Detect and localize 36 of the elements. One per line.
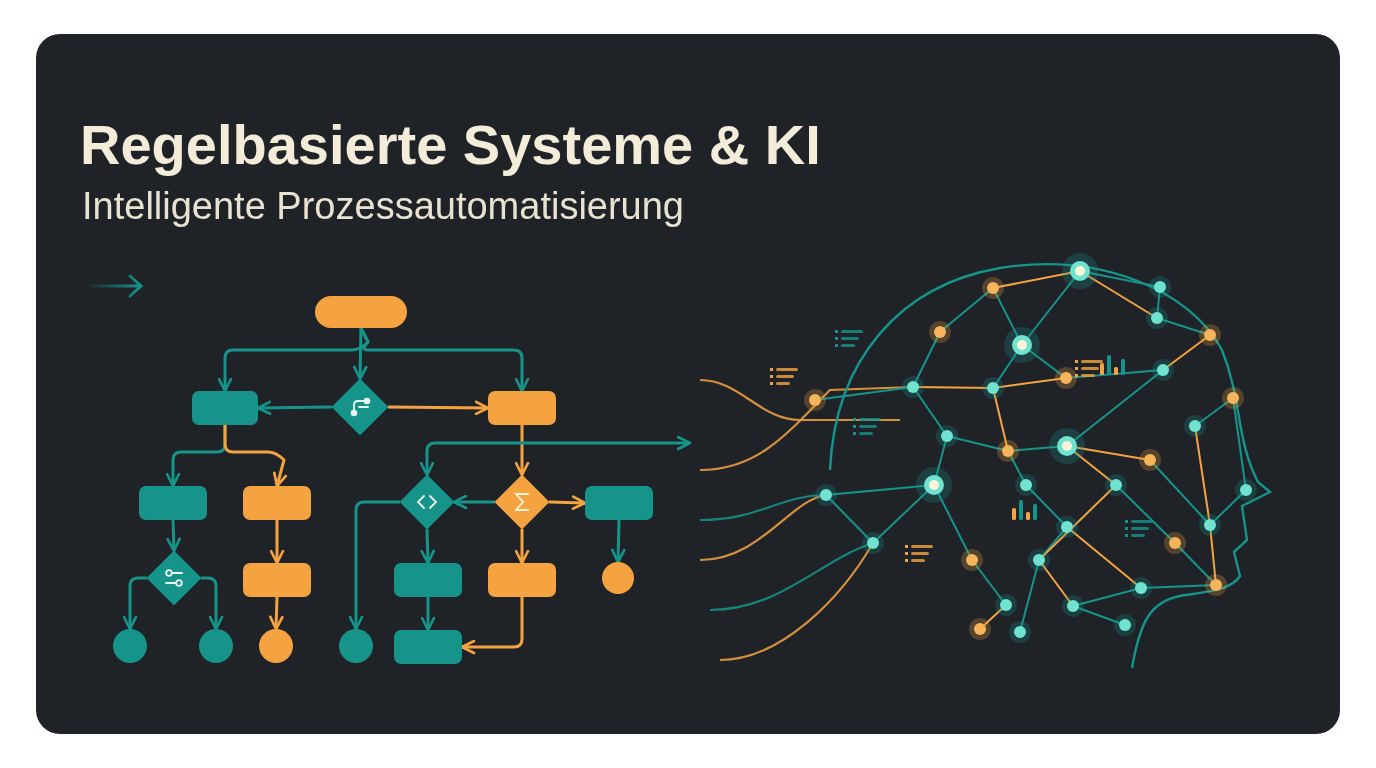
arrow (388, 400, 490, 416)
decision-diamond (332, 379, 388, 435)
arrow (359, 327, 530, 393)
arrow (201, 576, 224, 631)
process-box (243, 486, 311, 520)
arrow (420, 597, 436, 632)
arrow (166, 519, 181, 553)
process-box (192, 391, 258, 425)
process-box (488, 391, 556, 425)
arrow (269, 520, 285, 565)
arrow (514, 529, 530, 565)
arrow (610, 519, 626, 564)
process-box (488, 563, 556, 597)
arrow (348, 500, 400, 631)
arrow (223, 425, 288, 488)
arrow (352, 327, 368, 381)
process-box (585, 486, 653, 520)
arrow (452, 494, 495, 510)
arrow (420, 528, 435, 565)
decision-diamond (147, 551, 201, 605)
process-box (139, 486, 207, 520)
process-box (394, 630, 462, 664)
decision-diamond (495, 475, 549, 529)
arrow (548, 495, 587, 510)
start-terminal (315, 296, 407, 328)
process-box (394, 563, 462, 597)
arrow (269, 596, 284, 631)
arrow (514, 425, 530, 477)
arrow (460, 597, 524, 655)
arrow (419, 435, 692, 477)
process-box (243, 563, 311, 597)
arrow (122, 576, 147, 631)
arrow (256, 400, 333, 416)
subtitle: Intelligente Prozessautomatisierung (82, 185, 684, 228)
title: Regelbasierte Systeme & KI (80, 112, 821, 177)
decision-diamond (400, 475, 454, 529)
